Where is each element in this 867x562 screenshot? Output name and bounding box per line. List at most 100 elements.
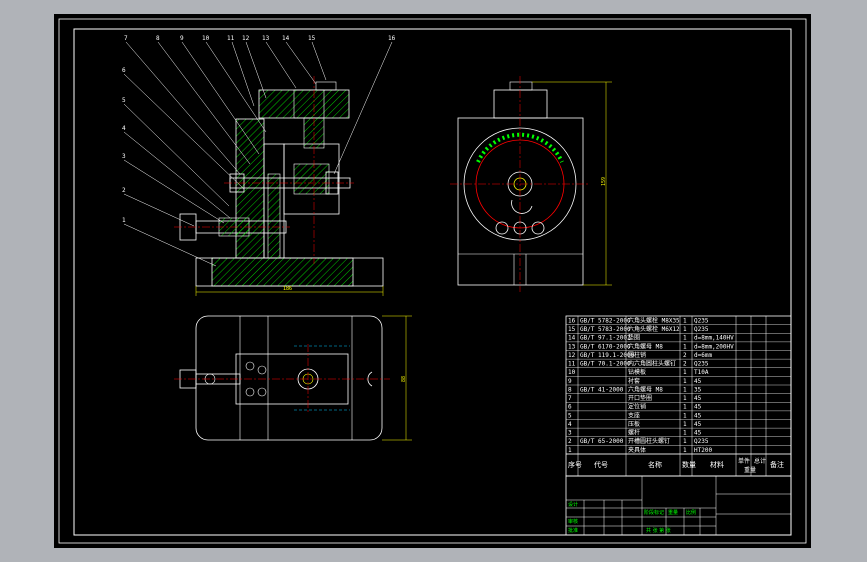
bom-cell-no: 3 (568, 430, 572, 437)
bom-cell-material: Q235 (694, 361, 709, 368)
bom-cell-qty: 2 (683, 352, 687, 359)
bom-cell-qty: 1 (683, 326, 687, 333)
callout-labels: 7 8 9 10 11 12 13 14 15 16 6 5 4 3 2 1 (122, 35, 396, 224)
bom-cell-name: 垫圈 (628, 334, 640, 342)
bom-header-unit: 单件 (738, 457, 750, 465)
bom-cell-name: 六角头螺栓 M6X12 (628, 325, 680, 333)
callout-16: 16 (388, 35, 396, 42)
title-design: 设计 (568, 501, 578, 508)
bom-cell-qty: 1 (683, 369, 687, 376)
bom-header-qty: 数量 (682, 460, 696, 469)
callout-12: 12 (242, 35, 250, 42)
title-check: 审核 (568, 518, 578, 525)
bom-cell-code: GB/T 65-2000 (580, 438, 624, 445)
bom-cell-material: d=8mm,140HV (694, 335, 734, 342)
bom-cell-qty: 2 (683, 361, 687, 368)
bom-cell-qty: 1 (683, 404, 687, 411)
bom-cell-material: 45 (694, 412, 702, 419)
callout-6: 6 (122, 67, 126, 74)
bom-cell-qty: 1 (683, 395, 687, 402)
bom-cell-material: 45 (694, 404, 702, 411)
title-scale: 比例 (686, 509, 696, 516)
bom-cell-no: 12 (568, 352, 576, 359)
title-approve: 批准 (568, 527, 578, 534)
bom-cell-material: d=6mm (694, 352, 712, 359)
bom-cell-qty: 1 (683, 421, 687, 428)
bom-cell-code: GB/T 119.1-2000 (580, 352, 635, 359)
cad-drawing: 186 7 8 9 10 11 12 13 14 15 16 6 5 4 3 2 (58, 18, 807, 544)
callout-10: 10 (202, 35, 210, 42)
bom-header-remark: 备注 (770, 460, 784, 469)
title-stage: 阶段标记 (644, 509, 664, 516)
callout-5: 5 (122, 97, 126, 104)
bom-cell-no: 2 (568, 438, 572, 445)
bom-cell-name: 开槽圆柱头螺钉 (628, 437, 670, 445)
bom-cell-material: Q235 (694, 326, 709, 333)
bom-cell-name: 定位销 (628, 403, 646, 411)
bom-cell-code: GB/T 97.1-2002 (580, 335, 631, 342)
bom-cell-qty: 1 (683, 447, 687, 454)
bom-cell-qty: 1 (683, 343, 687, 350)
top-view: 88 (174, 315, 412, 441)
bom-cell-material: d=8mm,200HV (694, 343, 734, 350)
bom-cell-no: 11 (568, 361, 576, 368)
bom-cell-no: 8 (568, 386, 572, 393)
bom-cell-name: 压板 (628, 420, 640, 428)
callout-15: 15 (308, 35, 316, 42)
bom-cell-qty: 1 (683, 317, 687, 324)
bom-header-material: 材料 (710, 460, 724, 469)
callout-4: 4 (122, 125, 126, 132)
bom-cell-name: 衬套 (628, 377, 640, 385)
callout-3: 3 (122, 153, 126, 160)
leader-lines (123, 41, 393, 267)
title-sheet: 共 张 第 张 (646, 527, 671, 534)
bom-cell-name: 六角头螺栓 M8X35 (628, 316, 680, 324)
bom-cell-no: 15 (568, 326, 576, 333)
callout-1: 1 (122, 217, 126, 224)
bom-cell-name: 圆柱销 (628, 351, 646, 359)
bom-cell-name: 六角螺母 M8 (628, 385, 663, 393)
callout-9: 9 (180, 35, 184, 42)
bom-cell-name: 钻模板 (628, 368, 646, 376)
callout-14: 14 (282, 35, 290, 42)
bom-cell-qty: 1 (683, 378, 687, 385)
bom-cell-name: 螺杆 (628, 429, 640, 437)
bom-cell-name: 开口垫圈 (628, 394, 652, 402)
bom-cell-no: 13 (568, 343, 576, 350)
bom-cell-material: Q235 (694, 317, 709, 324)
bom-cell-code: GB/T 41-2000 (580, 386, 624, 393)
title-block: 设计 审核 批准 阶段标记 重量 比例 共 张 第 张 (565, 475, 792, 536)
bom-cell-no: 16 (568, 317, 576, 324)
callout-13: 13 (262, 35, 270, 42)
bom-cell-name: 夹具体 (628, 446, 646, 454)
bom-cell-material: HT200 (694, 447, 712, 454)
callout-2: 2 (122, 187, 126, 194)
bom-cell-material: 35 (694, 386, 702, 393)
bom-cell-qty: 1 (683, 335, 687, 342)
bom-cell-no: 9 (568, 378, 572, 385)
bom-cell-qty: 1 (683, 430, 687, 437)
bom-cell-no: 7 (568, 395, 572, 402)
bom-header-total: 总计 (754, 457, 766, 465)
dim-side-height: 159 (601, 177, 607, 186)
side-view: 159 (450, 76, 612, 292)
bom-cell-no: 5 (568, 412, 572, 419)
bom-cell-name: 内六角圆柱头螺钉 (628, 360, 676, 368)
callout-11: 11 (227, 35, 235, 42)
inner-border (73, 28, 792, 536)
bom-cell-material: T10A (694, 369, 709, 376)
callout-7: 7 (124, 35, 128, 42)
bom-cell-material: 45 (694, 421, 702, 428)
bom-cell-name: 支座 (628, 411, 640, 419)
bom-cell-no: 6 (568, 404, 572, 411)
title-weight: 重量 (668, 509, 678, 516)
bom-cell-code: GB/T 5783-2000 (580, 326, 631, 333)
bom-cell-qty: 1 (683, 412, 687, 419)
bom-cell-material: Q235 (694, 438, 709, 445)
dim-front-width: 186 (283, 286, 292, 292)
bom-cell-name: 六角螺母 M8 (628, 342, 663, 350)
drawing-sheet: 186 7 8 9 10 11 12 13 14 15 16 6 5 4 3 2 (54, 14, 811, 548)
bom-cell-no: 4 (568, 421, 572, 428)
bom-header-name: 名称 (648, 460, 662, 469)
